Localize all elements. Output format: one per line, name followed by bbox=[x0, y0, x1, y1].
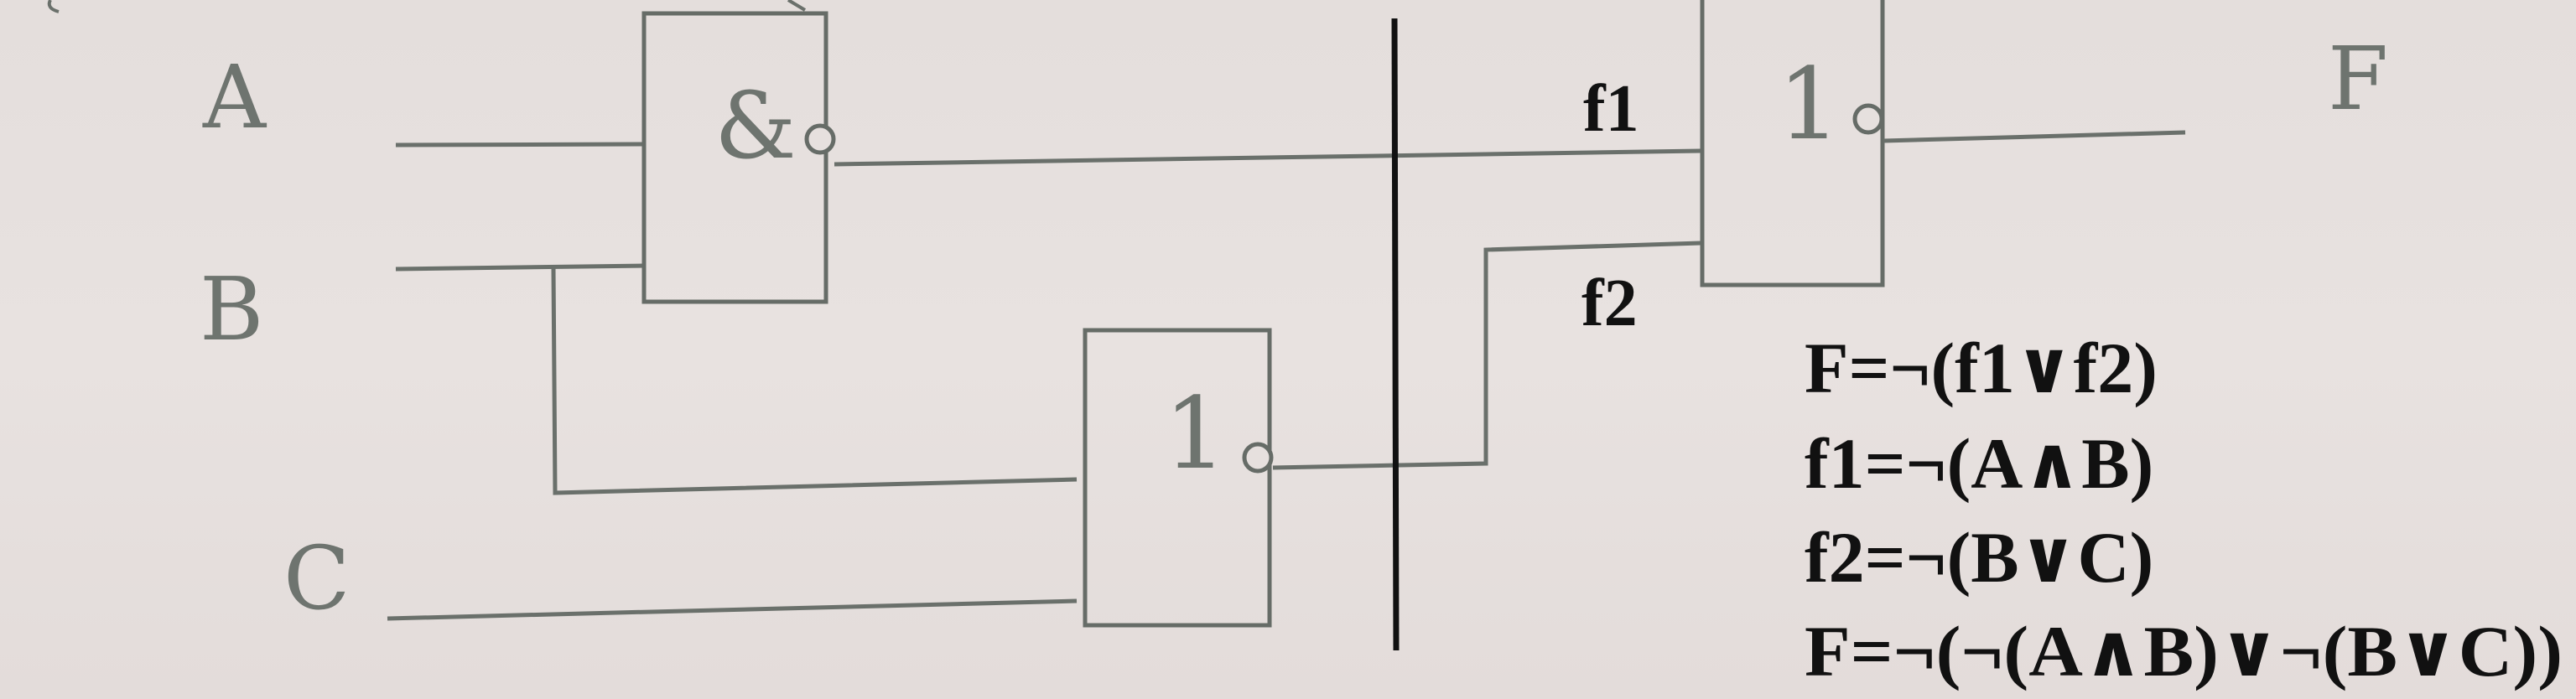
nor-gate-bc bbox=[1083, 328, 1272, 628]
nand-output-bubble bbox=[804, 123, 836, 155]
equation-1: F=¬(f1∨f2) bbox=[1805, 328, 2158, 408]
output-label-f: F bbox=[2328, 28, 2388, 130]
wire-b-branch bbox=[551, 267, 1078, 495]
equation-3: f2=¬(B∨C) bbox=[1805, 517, 2153, 598]
equation-2: f1=¬(A∧B) bbox=[1805, 423, 2153, 504]
wire-f1 bbox=[834, 148, 1701, 167]
wire-c bbox=[387, 598, 1078, 621]
wire-f2 bbox=[1272, 241, 1701, 470]
nor-gate-output-symbol: 1 bbox=[1778, 46, 1841, 162]
input-label-c: C bbox=[283, 527, 351, 629]
signal-label-f2: f2 bbox=[1581, 267, 1638, 340]
wire-b bbox=[395, 263, 645, 272]
nand-gate-symbol: & bbox=[714, 72, 797, 179]
wire-output bbox=[1883, 130, 2186, 143]
equation-4: F=¬(¬(A∧B)∨¬(B∨C)) bbox=[1805, 611, 2563, 691]
vertical-divider bbox=[1391, 18, 1400, 651]
input-label-a: A bbox=[202, 46, 267, 148]
cropped-top-mark bbox=[47, 0, 807, 13]
wire-a bbox=[395, 142, 645, 148]
nor-gate-bc-symbol: 1 bbox=[1164, 375, 1227, 491]
nor-output-bubble bbox=[1852, 103, 1884, 135]
signal-label-f1: f1 bbox=[1583, 72, 1639, 146]
nor-bc-output-bubble bbox=[1242, 442, 1274, 474]
nor-gate-output bbox=[1700, 0, 1885, 287]
input-label-b: B bbox=[200, 258, 263, 360]
nand-gate bbox=[641, 11, 828, 304]
